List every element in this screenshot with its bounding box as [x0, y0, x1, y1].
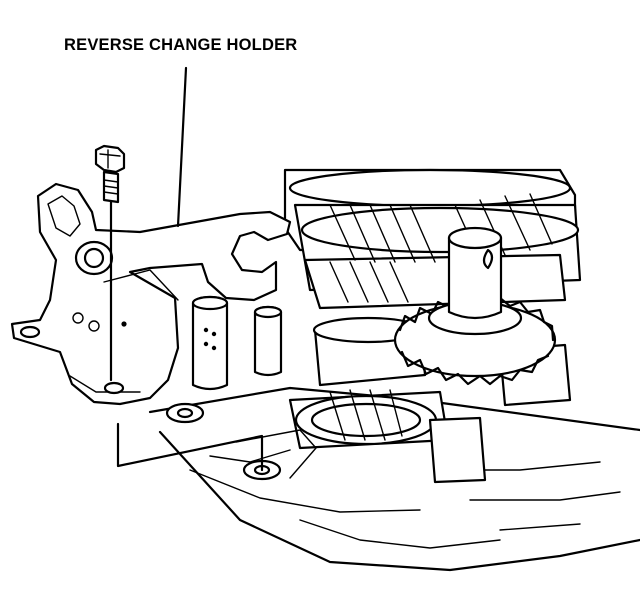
reverse-change-holder: [10, 182, 292, 406]
mounting-bolt: [94, 144, 126, 382]
mainshaft-gears: [283, 168, 582, 310]
shift-rails: [191, 295, 283, 391]
callout-label: REVERSE CHANGE HOLDER: [64, 36, 298, 54]
reverse-idler-shaft: [447, 226, 503, 320]
helical-teeth: [329, 193, 553, 303]
callout-leaders: [116, 66, 264, 472]
